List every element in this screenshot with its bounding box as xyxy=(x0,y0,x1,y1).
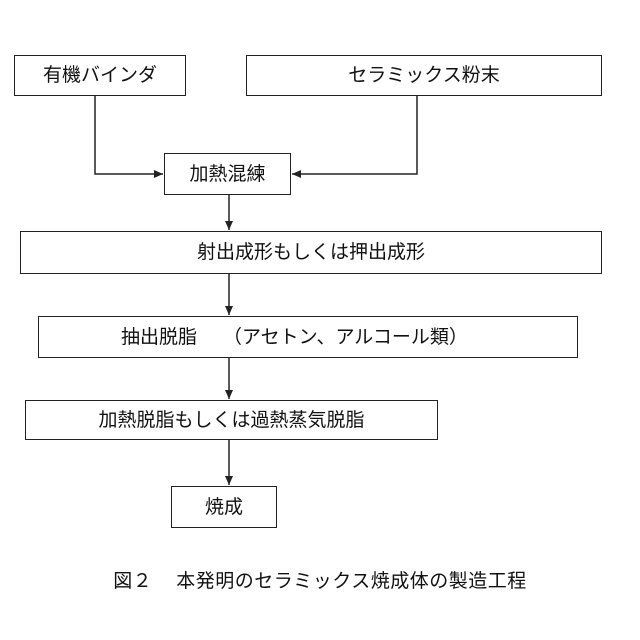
figure-title: 本発明のセラミックス焼成体の製造工程 xyxy=(176,570,526,592)
arrow-powder-to-kneading xyxy=(292,96,417,174)
figure-number: 図２ xyxy=(113,570,152,592)
figure-caption: 図２ 本発明のセラミックス焼成体の製造工程 xyxy=(0,566,640,593)
arrow-binder-to-kneading xyxy=(95,96,163,174)
